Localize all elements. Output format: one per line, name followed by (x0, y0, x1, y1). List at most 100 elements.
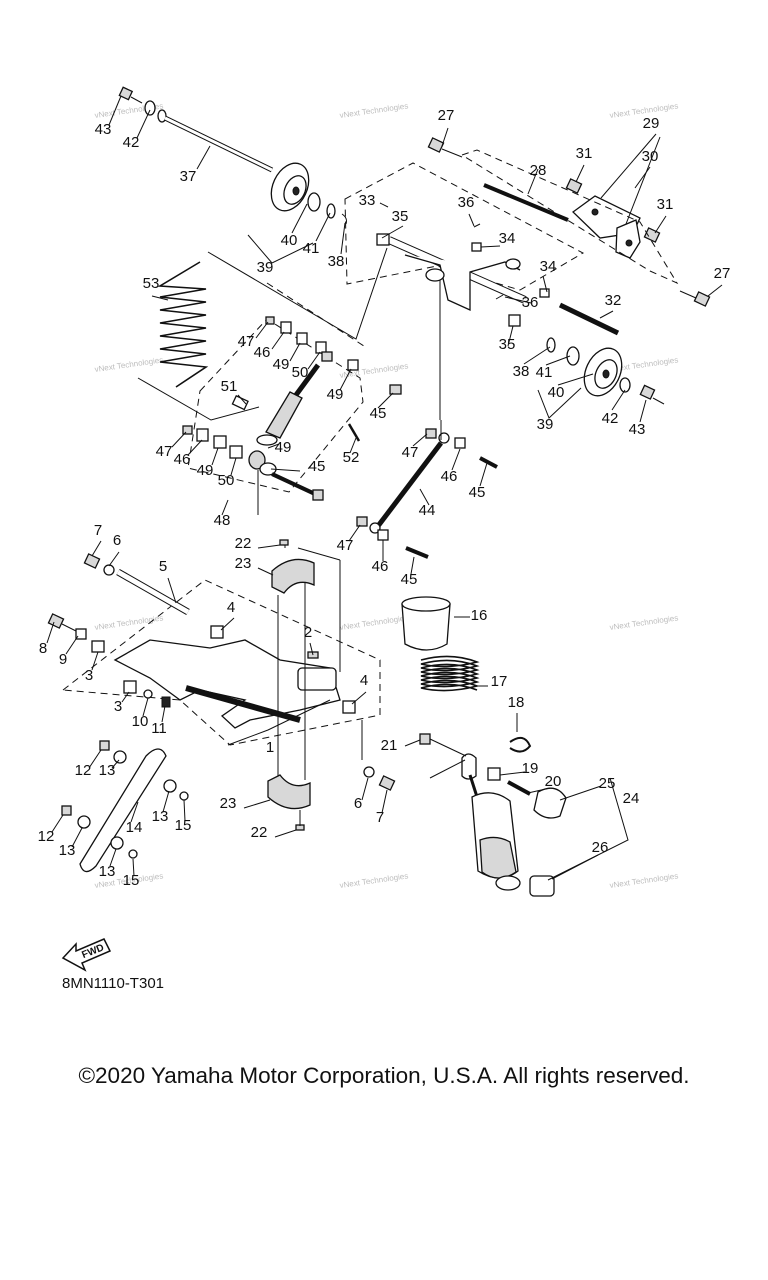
callout-51: 51 (221, 378, 238, 395)
callout-6: 6 (113, 532, 121, 549)
callout-29: 29 (643, 115, 660, 132)
callout-46: 46 (372, 558, 389, 575)
rear-arm-assembly (207, 127, 723, 423)
callout-27: 27 (714, 265, 731, 282)
callout-21: 21 (381, 737, 398, 754)
callout-14: 14 (126, 819, 143, 836)
callout-37: 37 (180, 168, 197, 185)
callout-4: 4 (227, 599, 235, 616)
watermark: vNext Technologies (339, 871, 409, 890)
callout-49: 49 (275, 439, 292, 456)
callout-45: 45 (401, 571, 418, 588)
callout-15: 15 (123, 872, 140, 889)
callout-28: 28 (530, 162, 547, 179)
callout-20: 20 (545, 773, 562, 790)
callout-18: 18 (508, 694, 525, 711)
diagram-code: 8MN1110-T301 (62, 975, 164, 992)
callout-3: 3 (114, 698, 122, 715)
callout-47: 47 (238, 333, 255, 350)
callout-45: 45 (309, 458, 326, 475)
callout-10: 10 (132, 713, 149, 730)
watermark: vNext Technologies (609, 871, 679, 890)
callout-46: 46 (174, 451, 191, 468)
callout-32: 32 (605, 292, 622, 309)
callout-38: 38 (513, 363, 530, 380)
callout-35: 35 (499, 336, 516, 353)
callout-46: 46 (441, 468, 458, 485)
callout-13: 13 (99, 762, 116, 779)
callout-22: 22 (235, 535, 252, 552)
callout-3: 3 (85, 667, 93, 684)
callout-25: 25 (599, 775, 616, 792)
callout-7: 7 (94, 522, 102, 539)
shock-absorber-48 (171, 282, 402, 516)
watermark: vNext Technologies (94, 355, 164, 374)
callout-50: 50 (292, 364, 309, 381)
fwd-arrow-icon: FWD (61, 938, 112, 972)
bolt-6-7-lower (361, 720, 396, 814)
callout-49: 49 (327, 386, 344, 403)
callout-13: 13 (152, 808, 169, 825)
callout-19: 19 (522, 760, 539, 777)
callout-47: 47 (156, 443, 173, 460)
callout-50: 50 (218, 472, 235, 489)
callout-27: 27 (438, 107, 455, 124)
callout-36: 36 (522, 294, 539, 311)
callout-15: 15 (175, 817, 192, 834)
callout-30: 30 (642, 148, 659, 165)
callout-31: 31 (657, 196, 674, 213)
callout-11: 11 (151, 720, 167, 737)
callout-43: 43 (629, 421, 646, 438)
callout-26: 26 (592, 839, 609, 856)
strap-14 (51, 740, 189, 877)
callout-39: 39 (537, 416, 554, 433)
callout-45: 45 (370, 405, 387, 422)
callout-36: 36 (458, 194, 475, 211)
callout-48: 48 (214, 512, 231, 529)
callout-23: 23 (220, 795, 237, 812)
callout-44: 44 (419, 502, 436, 519)
swing-arm-assembly (46, 540, 381, 746)
callout-46: 46 (254, 344, 271, 361)
callout-34: 34 (499, 230, 516, 247)
callout-13: 13 (99, 863, 116, 880)
callout-42: 42 (123, 134, 140, 151)
callout-1: 1 (266, 739, 274, 756)
callout-39: 39 (257, 259, 274, 276)
callout-5: 5 (159, 558, 167, 575)
callout-49: 49 (197, 462, 214, 479)
watermark: vNext Technologies (339, 101, 409, 120)
callout-17: 17 (491, 673, 508, 690)
callout-12: 12 (75, 762, 92, 779)
callout-49: 49 (273, 356, 290, 373)
callout-31: 31 (576, 145, 593, 162)
callout-43: 43 (95, 121, 112, 138)
callout-7: 7 (376, 809, 384, 826)
callout-53: 53 (143, 275, 160, 292)
watermark: vNext Technologies (609, 613, 679, 632)
callout-45: 45 (469, 484, 486, 501)
callout-40: 40 (281, 232, 298, 249)
callout-16: 16 (471, 607, 488, 624)
callout-47: 47 (337, 537, 354, 554)
spring-53 (137, 261, 260, 421)
callout-9: 9 (59, 651, 67, 668)
watermark: vNext Technologies (339, 613, 409, 632)
callout-47: 47 (402, 444, 419, 461)
callout-12: 12 (38, 828, 55, 845)
exploded-parts-diagram: vNext Technologies vNext Technologies vNex… (38, 86, 731, 972)
callout-34: 34 (540, 258, 557, 275)
callout-22: 22 (251, 824, 268, 841)
callout-52: 52 (343, 449, 360, 466)
callout-35: 35 (392, 208, 409, 225)
callout-42: 42 (602, 410, 619, 427)
callout-38: 38 (328, 253, 345, 270)
callout-4: 4 (360, 672, 368, 689)
callout-40: 40 (548, 384, 565, 401)
callout-41: 41 (303, 240, 320, 257)
callout-2: 2 (304, 624, 312, 641)
callout-24: 24 (623, 790, 640, 807)
front-axle-assembly (108, 86, 347, 264)
covers-22-23 (243, 539, 315, 838)
callout-41: 41 (536, 364, 553, 381)
